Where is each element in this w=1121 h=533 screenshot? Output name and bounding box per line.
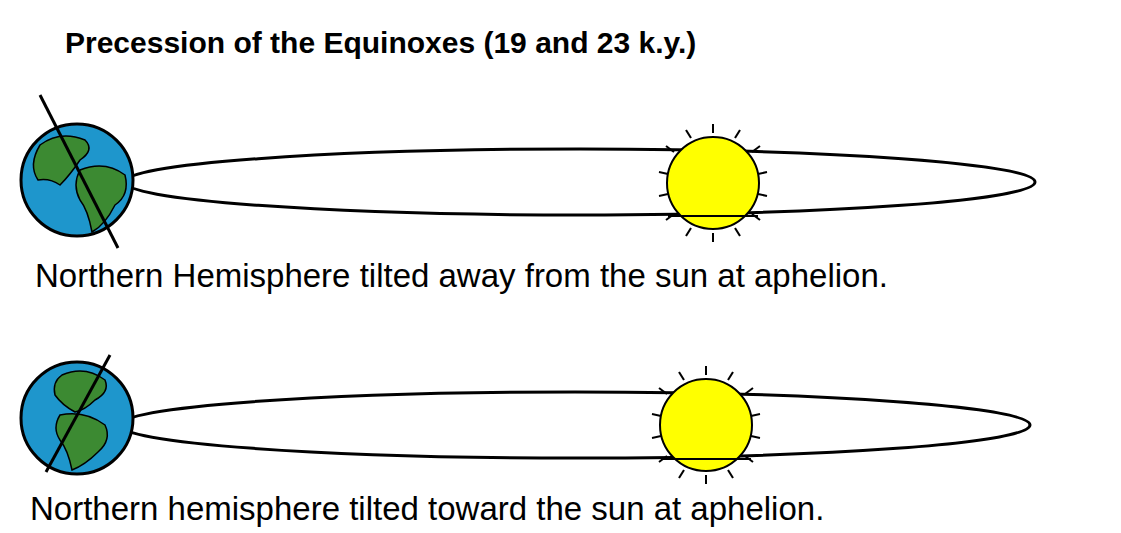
caption-text: Northern Hemisphere tilted away from the… xyxy=(35,257,888,295)
sun-rays xyxy=(659,124,767,242)
orbit-row-2 xyxy=(21,355,1030,484)
caption-text: Northern hemisphere tilted toward the su… xyxy=(30,490,824,528)
sun-rays xyxy=(652,366,760,484)
diagram-title: Precession of the Equinoxes (19 and 23 k… xyxy=(65,26,696,60)
orbit-row-1 xyxy=(21,95,1035,248)
